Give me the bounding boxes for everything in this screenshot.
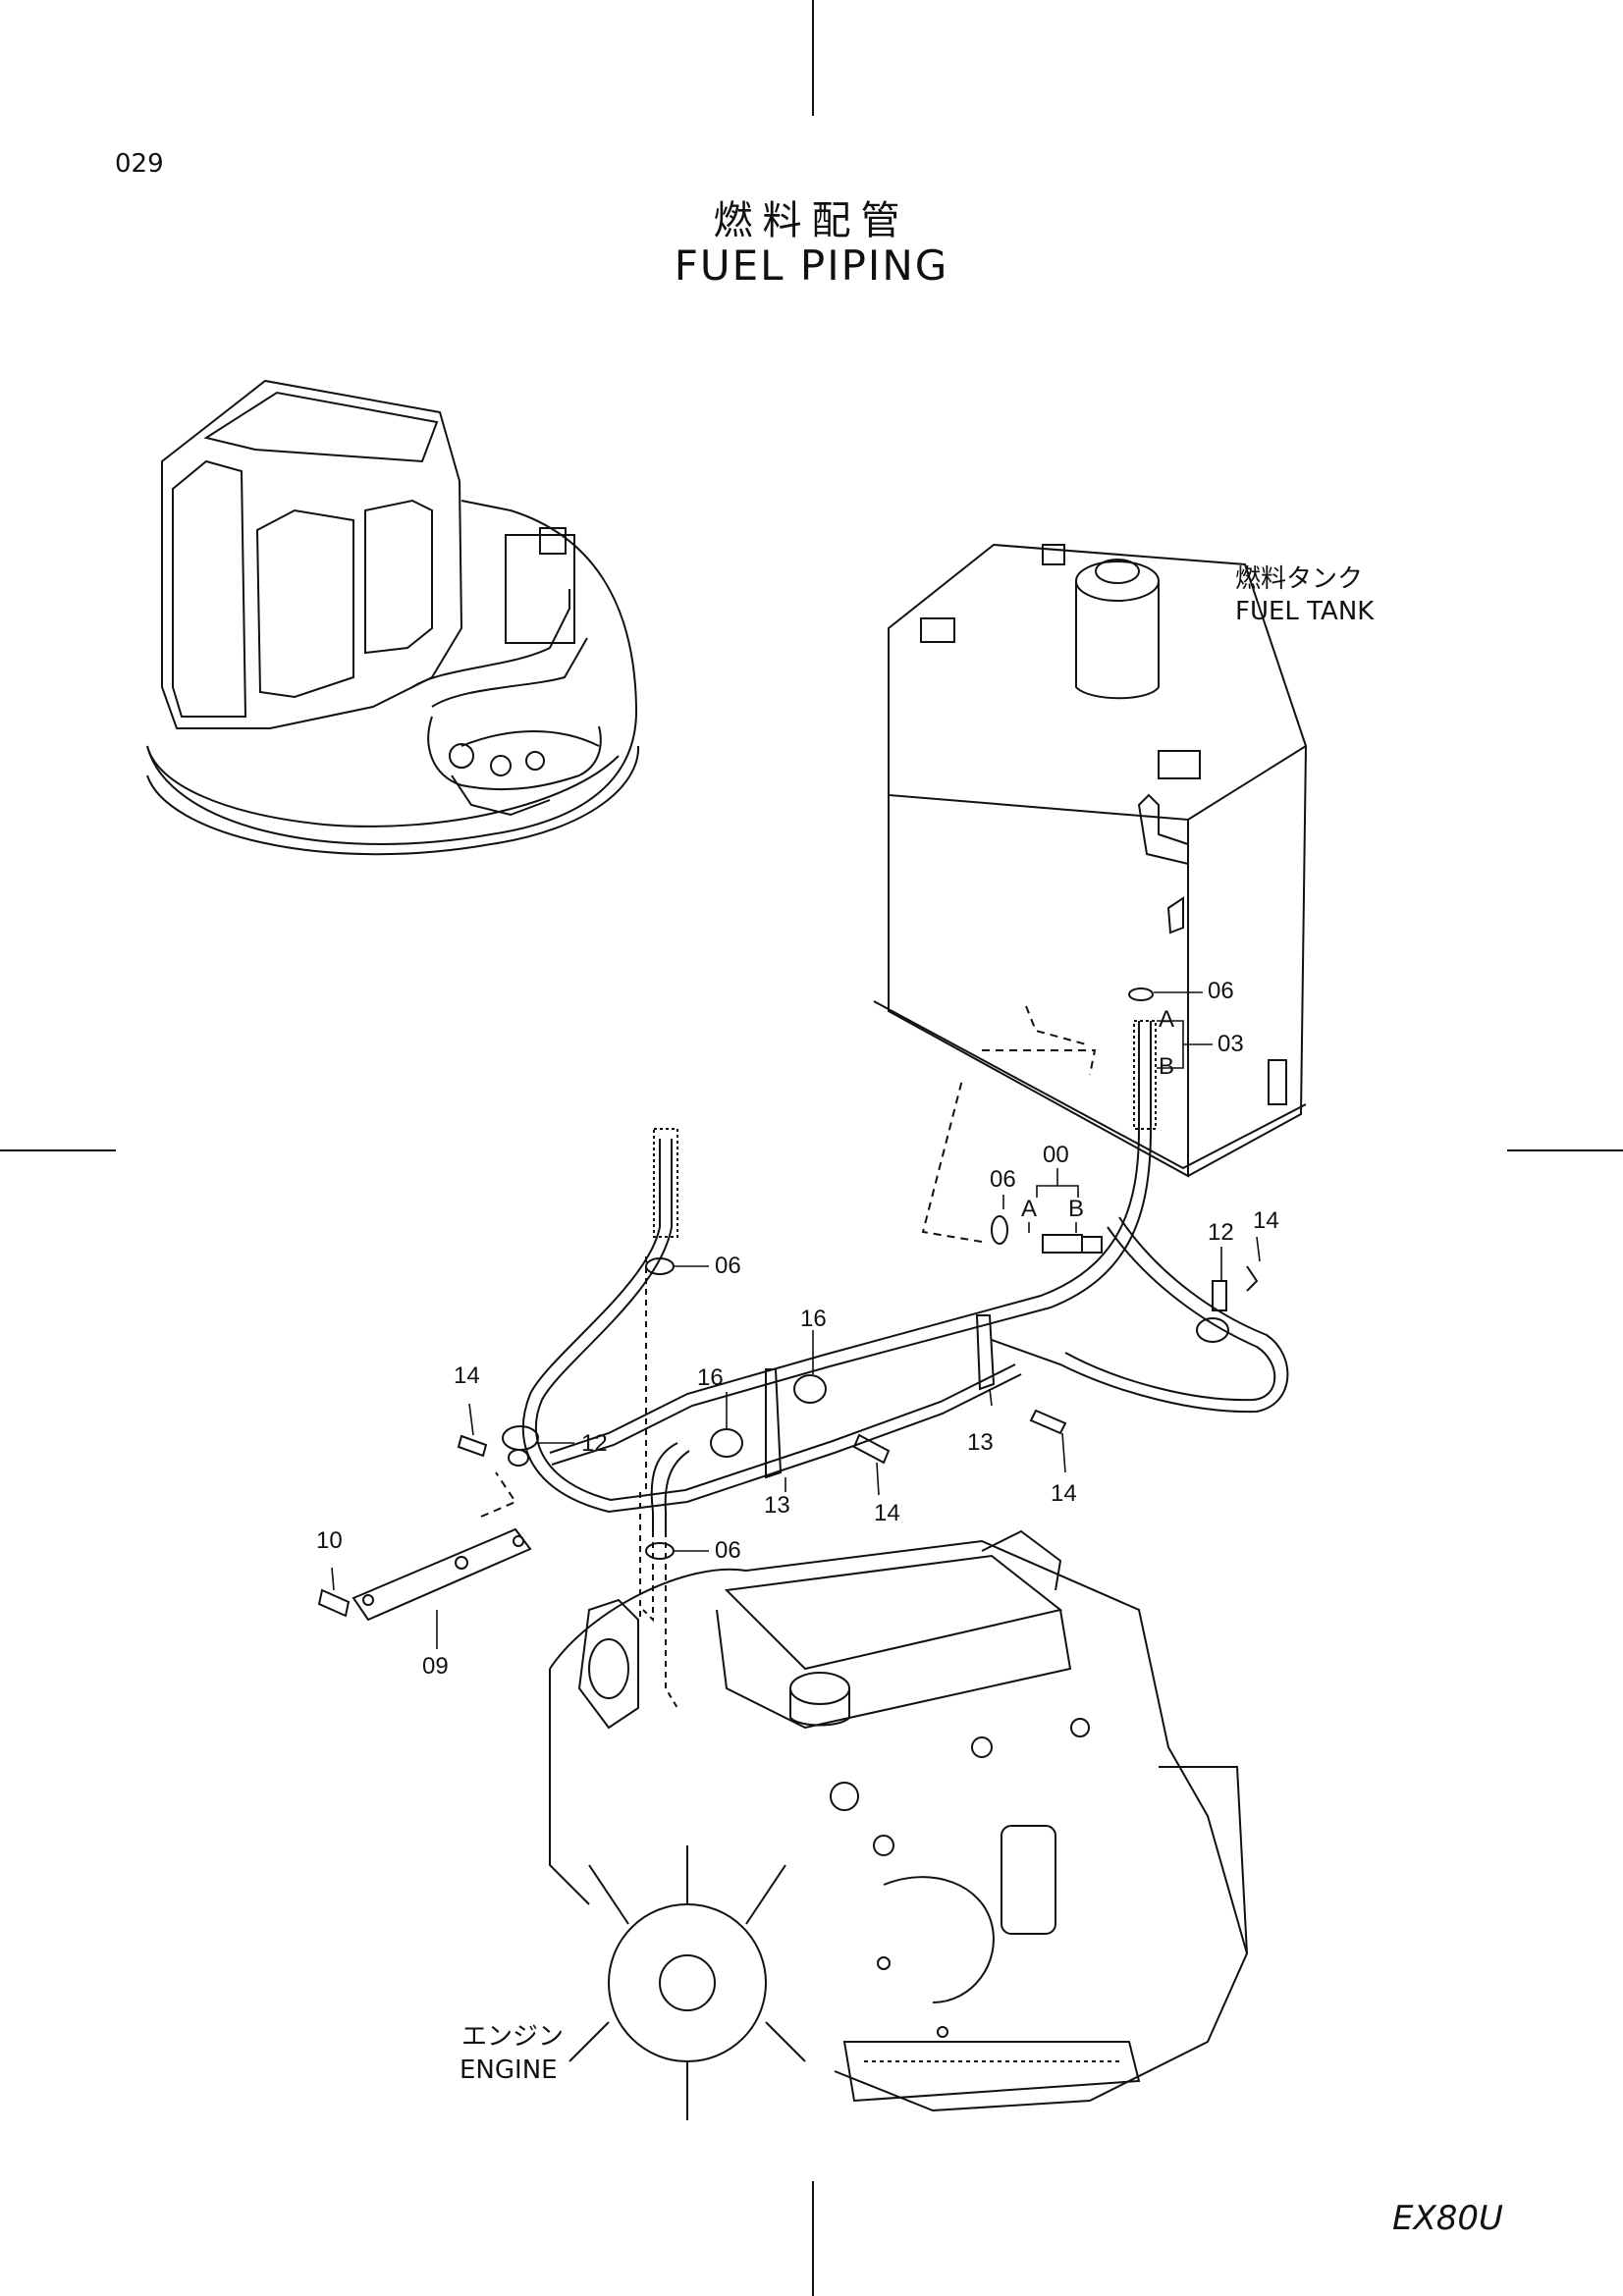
callout-06-hose: 06	[990, 1166, 1016, 1193]
fuel-hoses	[523, 988, 1288, 1708]
callout-10: 10	[316, 1527, 343, 1554]
engine-label: ENGINE	[460, 2056, 558, 2085]
callout-14-mid: 14	[874, 1500, 900, 1526]
engine-label-japanese: エンジン	[461, 2022, 565, 2052]
callout-a-tank: A	[1159, 1006, 1175, 1033]
callout-06-tank: 06	[1208, 978, 1234, 1004]
page-title-japanese: 燃料配管	[713, 198, 910, 243]
clamps-and-bolts	[319, 1266, 1257, 1620]
callout-12-left: 12	[581, 1430, 608, 1457]
fuel-tank-label: FUEL TANK	[1235, 597, 1375, 626]
callout-06-upper: 06	[715, 1253, 741, 1279]
callout-14-left: 14	[454, 1362, 480, 1389]
callout-b-hose: B	[1068, 1196, 1085, 1222]
fuel-tank	[874, 545, 1306, 1176]
callout-03: 03	[1217, 1031, 1244, 1057]
page-number: 029	[115, 149, 164, 179]
callout-16-a: 16	[800, 1306, 827, 1332]
callout-14-right-top: 14	[1253, 1207, 1279, 1234]
callout-09: 09	[422, 1653, 449, 1680]
callout-12-right: 12	[1208, 1219, 1234, 1246]
callout-leaders	[332, 992, 1260, 1649]
engine	[550, 1531, 1247, 2120]
callout-a-hose: A	[1021, 1196, 1038, 1222]
callout-13-a: 13	[764, 1492, 790, 1519]
model-code: EX80U	[1392, 2199, 1503, 2238]
page-title: FUEL PIPING	[674, 241, 949, 290]
callout-b-tank: B	[1159, 1053, 1175, 1080]
callout-06-lower: 06	[715, 1537, 741, 1564]
callout-13-b: 13	[967, 1429, 994, 1456]
fuel-tank-label-japanese: 燃料タンク	[1235, 564, 1364, 594]
callout-14-right-bottom: 14	[1051, 1480, 1077, 1507]
callout-16-b: 16	[697, 1364, 724, 1391]
callout-00: 00	[1043, 1142, 1069, 1168]
excavator-overview	[147, 381, 638, 854]
